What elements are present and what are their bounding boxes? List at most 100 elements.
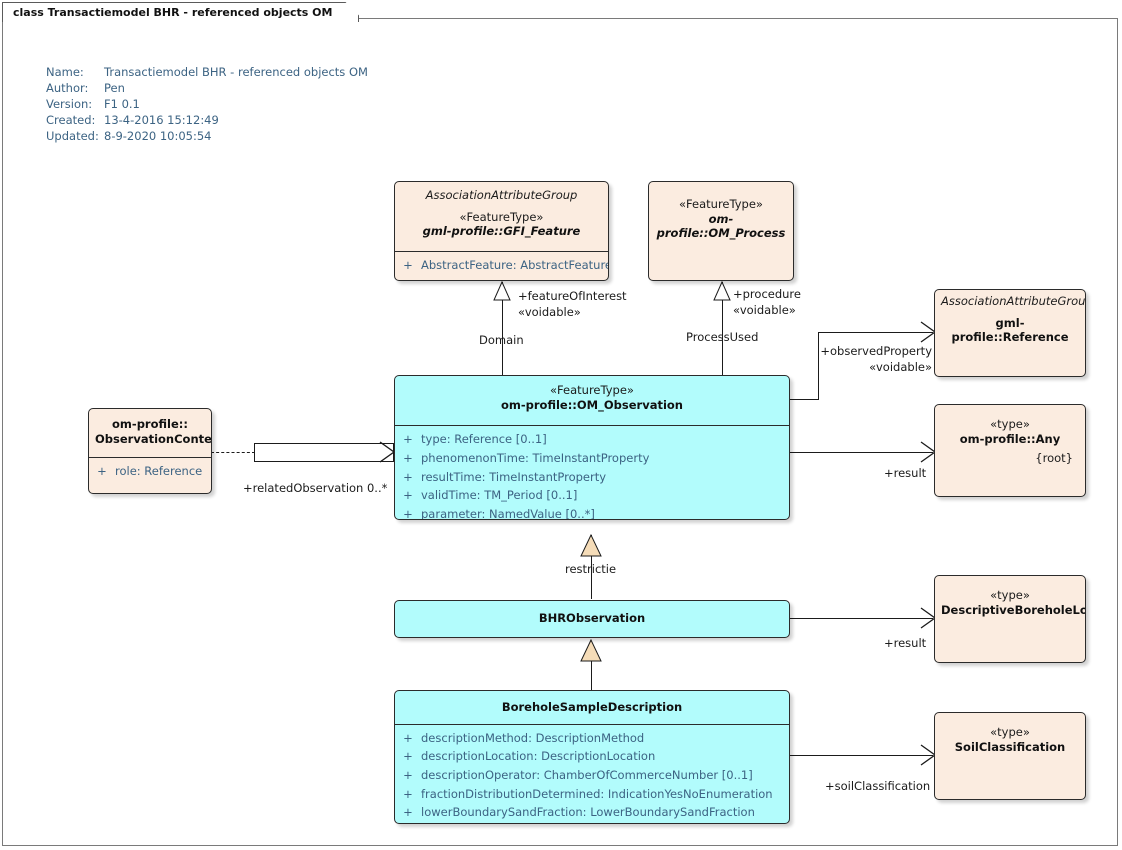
metadata-key: Created: [46,113,96,127]
attribute-text: fractionDistributionDetermined: Indicati… [421,786,773,801]
metadata-key: Name: [46,65,84,79]
metadata-value: 8-9-2020 10:05:54 [104,129,212,143]
metadata-value: Transactiemodel BHR - referenced objects… [104,65,368,79]
class-stereotype: «type» [990,588,1030,602]
metadata-row-version: Version: F1 0.1 [46,96,368,112]
label-restrictie: restrictie [565,562,617,576]
class-boreholesampledescription[interactable]: BoreholeSampleDescription + descriptionM… [394,690,790,824]
metadata-value: 13-4-2016 15:12:49 [104,113,219,127]
class-gml-profile-gfi-feature[interactable]: AssociationAttributeGroup «FeatureType» … [394,181,609,281]
class-stereotype: «type» [990,725,1030,739]
label-domain: Domain [479,333,524,347]
attribute-visibility: + [403,488,413,503]
attribute-text: resultTime: TimeInstantProperty [421,469,607,484]
class-om-profile-om-observation[interactable]: «FeatureType» om-profile::OM_Observation… [394,375,790,520]
attribute-row: + descriptionOperator: ChamberOfCommerce… [395,766,789,785]
label-soilclassification: +soilClassification [825,779,931,793]
class-name: om-profile::OM_Process [656,211,786,241]
class-name: gml-profile::Reference [951,315,1069,345]
class-name-line1: om-profile:: [112,417,188,431]
label-observedproperty: +observedProperty [820,344,932,358]
class-name: SoilClassification [954,739,1066,754]
class-header: «type» DescriptiveBoreholeLog [935,576,1085,623]
attribute-text: type: Reference [0..1] [421,432,547,447]
label-processused: ProcessUsed [686,330,759,344]
class-om-profile-any[interactable]: «type» om-profile::Any {root} [934,404,1086,497]
attribute-row: + resultTime: TimeInstantProperty [395,468,789,487]
class-attributes: + AbstractFeature: AbstractFeature [395,251,608,280]
connector-processused-line [722,282,723,375]
class-header: AssociationAttributeGroup gml-profile::R… [935,290,1085,351]
connector-observedproperty-h1 [790,399,819,400]
label-procedure-stereotype: «voidable» [733,303,796,317]
attribute-text: AbstractFeature: AbstractFeature [421,258,609,273]
attribute-visibility: + [403,432,413,447]
class-header: «FeatureType» om-profile::OM_Process [649,182,793,247]
class-stereotype: «FeatureType» [679,197,763,211]
class-header: BoreholeSampleDescription [395,691,789,724]
attribute-text: descriptionMethod: DescriptionMethod [421,730,645,745]
attribute-text: descriptionOperator: ChamberOfCommerceNu… [421,767,753,782]
class-attributes: + descriptionMethod: DescriptionMethod +… [395,723,789,823]
attribute-row: + validTime: TM_Period [0..1] [395,486,789,505]
class-om-profile-observationcontext[interactable]: om-profile:: ObservationContext + role: … [88,408,212,494]
attribute-row: + descriptionLocation: DescriptionLocati… [395,747,789,766]
attribute-visibility: + [403,786,413,801]
label-observedproperty-stereotype: «voidable» [869,360,932,374]
connector-observedproperty-h2 [818,332,933,333]
class-name: DescriptiveBoreholeLog [941,602,1086,617]
class-header: om-profile:: ObservationContext [89,409,211,452]
attribute-text: phenomenonTime: TimeInstantProperty [421,451,650,466]
attribute-row: + type: Reference [0..1] [395,430,789,449]
class-bhrobservation[interactable]: BHRObservation [394,600,790,638]
class-attributes: + type: Reference [0..1] + phenomenonTim… [395,425,789,520]
class-name: om-profile::Any [959,431,1061,446]
class-root-marker: {root} [1035,451,1073,466]
connector-generalization-bsd-line [591,655,592,690]
class-attributes: + role: Reference [89,457,211,486]
attribute-visibility: + [403,767,413,782]
label-relatedobservation: +relatedObservation 0..* [243,481,388,495]
connector-soilclassification-line [790,755,933,756]
class-header: AssociationAttributeGroup «FeatureType» … [395,182,608,245]
attribute-visibility: + [403,805,413,820]
attribute-visibility: + [403,469,413,484]
attribute-row: + parameter: NamedValue [0..*] [395,505,789,520]
attribute-visibility: + [97,464,107,479]
connector-domain-line [502,282,503,375]
class-header: BHRObservation [395,601,789,632]
connector-observationcontext-dashed [211,452,255,453]
class-name: om-profile::OM_Observation [500,397,683,412]
attribute-row: + role: Reference [89,462,211,481]
label-result-any: +result [884,466,927,480]
class-header: «type» om-profile::Any {root} [935,405,1085,472]
attribute-text: lowerBoundarySandFraction: LowerBoundary… [421,805,755,820]
class-om-profile-om-process[interactable]: «FeatureType» om-profile::OM_Process [648,181,794,281]
class-soilclassification[interactable]: «type» SoilClassification [934,712,1086,800]
class-header: «FeatureType» om-profile::OM_Observation [395,376,789,418]
metadata-key: Version: [46,97,93,111]
metadata-key: Author: [46,81,89,95]
class-group-label: AssociationAttributeGroup [425,188,578,202]
attribute-visibility: + [403,451,413,466]
class-gml-profile-reference[interactable]: AssociationAttributeGroup gml-profile::R… [934,289,1086,377]
attribute-visibility: + [403,730,413,745]
attribute-visibility: + [403,258,413,273]
metadata-row-author: Author: Pen [46,80,368,96]
connector-observedproperty-v [818,332,819,400]
attribute-text: role: Reference [115,464,203,479]
attribute-row: + fractionDistributionDetermined: Indica… [395,785,789,804]
class-header: «type» SoilClassification [935,713,1085,760]
class-descriptiveboreholelog[interactable]: «type» DescriptiveBoreholeLog [934,575,1086,663]
attribute-text: validTime: TM_Period [0..1] [421,488,578,503]
diagram-metadata: Name: Transactiemodel BHR - referenced o… [46,64,368,144]
metadata-key: Updated: [46,129,99,143]
attribute-text: parameter: NamedValue [0..*] [421,506,595,520]
class-name-line2: ObservationContext [95,431,212,446]
metadata-row-name: Name: Transactiemodel BHR - referenced o… [46,64,368,80]
class-name: BHRObservation [538,611,646,625]
attribute-text: descriptionLocation: DescriptionLocation [421,749,656,764]
class-name: gml-profile::GFI_Feature [422,224,581,239]
attribute-row: + AbstractFeature: AbstractFeature [395,256,608,275]
